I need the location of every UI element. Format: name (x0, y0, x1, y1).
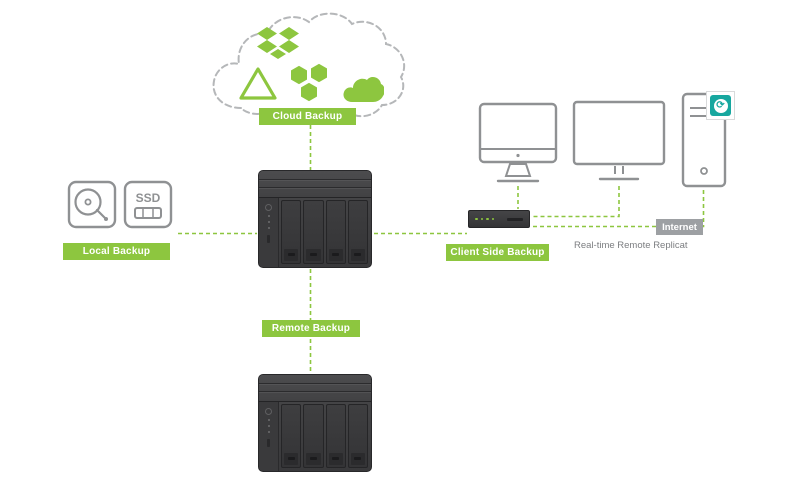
drive-bay (281, 404, 302, 468)
status-led (267, 215, 270, 217)
tower-pc-icon (681, 92, 727, 188)
drive-bay (325, 404, 346, 468)
status-led (267, 431, 270, 433)
nas-control-panel (259, 198, 279, 267)
drive-bay-group (279, 402, 371, 471)
status-led (267, 221, 270, 223)
drive-bay (281, 200, 302, 264)
monitor-icon (572, 100, 666, 181)
drive-bay (303, 200, 324, 264)
switch-port-slot (507, 217, 523, 221)
nas-vent-panel (259, 171, 371, 197)
drive-bay-group (279, 198, 371, 267)
switch-led (491, 217, 494, 221)
bay-latch (284, 249, 299, 261)
power-button-icon (265, 408, 272, 415)
drive-bay (303, 404, 324, 468)
connector-tower-to-switch (532, 190, 705, 228)
drive-bay (347, 404, 368, 468)
switch-led (480, 217, 483, 221)
bay-latch (350, 249, 365, 261)
bay-latch (306, 453, 321, 465)
cloud-backup-label: Cloud Backup (259, 108, 356, 125)
nas-remote (258, 374, 372, 472)
power-button-icon (265, 204, 272, 211)
client-side-backup-label: Client Side Backup (446, 244, 549, 261)
box-icon (289, 62, 329, 103)
nas-control-panel (259, 402, 279, 471)
google-drive-icon (239, 67, 277, 100)
sync-arrows-icon: ⟳ (713, 98, 728, 113)
drive-bay (325, 200, 346, 264)
switch-led (486, 217, 489, 221)
switch-led (475, 217, 478, 221)
nas-primary (258, 170, 372, 268)
hdd-icon (67, 180, 117, 229)
status-led (267, 425, 270, 427)
bay-latch (350, 453, 365, 465)
hbs-app-icon: ⟳ (707, 92, 734, 119)
connector-monitor-to-switch (532, 186, 620, 218)
dropbox-icon (257, 27, 299, 59)
local-backup-label: Local Backup (63, 243, 170, 260)
ssd-text: SSD (136, 191, 161, 205)
bay-latch (306, 249, 321, 261)
internet-badge: Internet (656, 219, 703, 235)
status-led (267, 419, 270, 421)
ssd-icon: SSD (123, 180, 173, 229)
cloud-icon (343, 77, 384, 102)
hbs-app-icon-tile: ⟳ (710, 95, 731, 116)
status-led (267, 227, 270, 229)
imac-icon (478, 102, 558, 183)
network-switch-icon (468, 210, 530, 228)
bay-latch (284, 453, 299, 465)
bay-latch (328, 249, 343, 261)
usb-port-icon (267, 439, 270, 447)
drive-bay (347, 200, 368, 264)
remote-backup-label: Remote Backup (262, 320, 360, 337)
usb-port-icon (267, 235, 270, 243)
bay-latch (328, 453, 343, 465)
nas-vent-panel (259, 375, 371, 401)
cloud-shape (212, 12, 406, 121)
realtime-replication-label: Real-time Remote Replicat (574, 240, 688, 251)
